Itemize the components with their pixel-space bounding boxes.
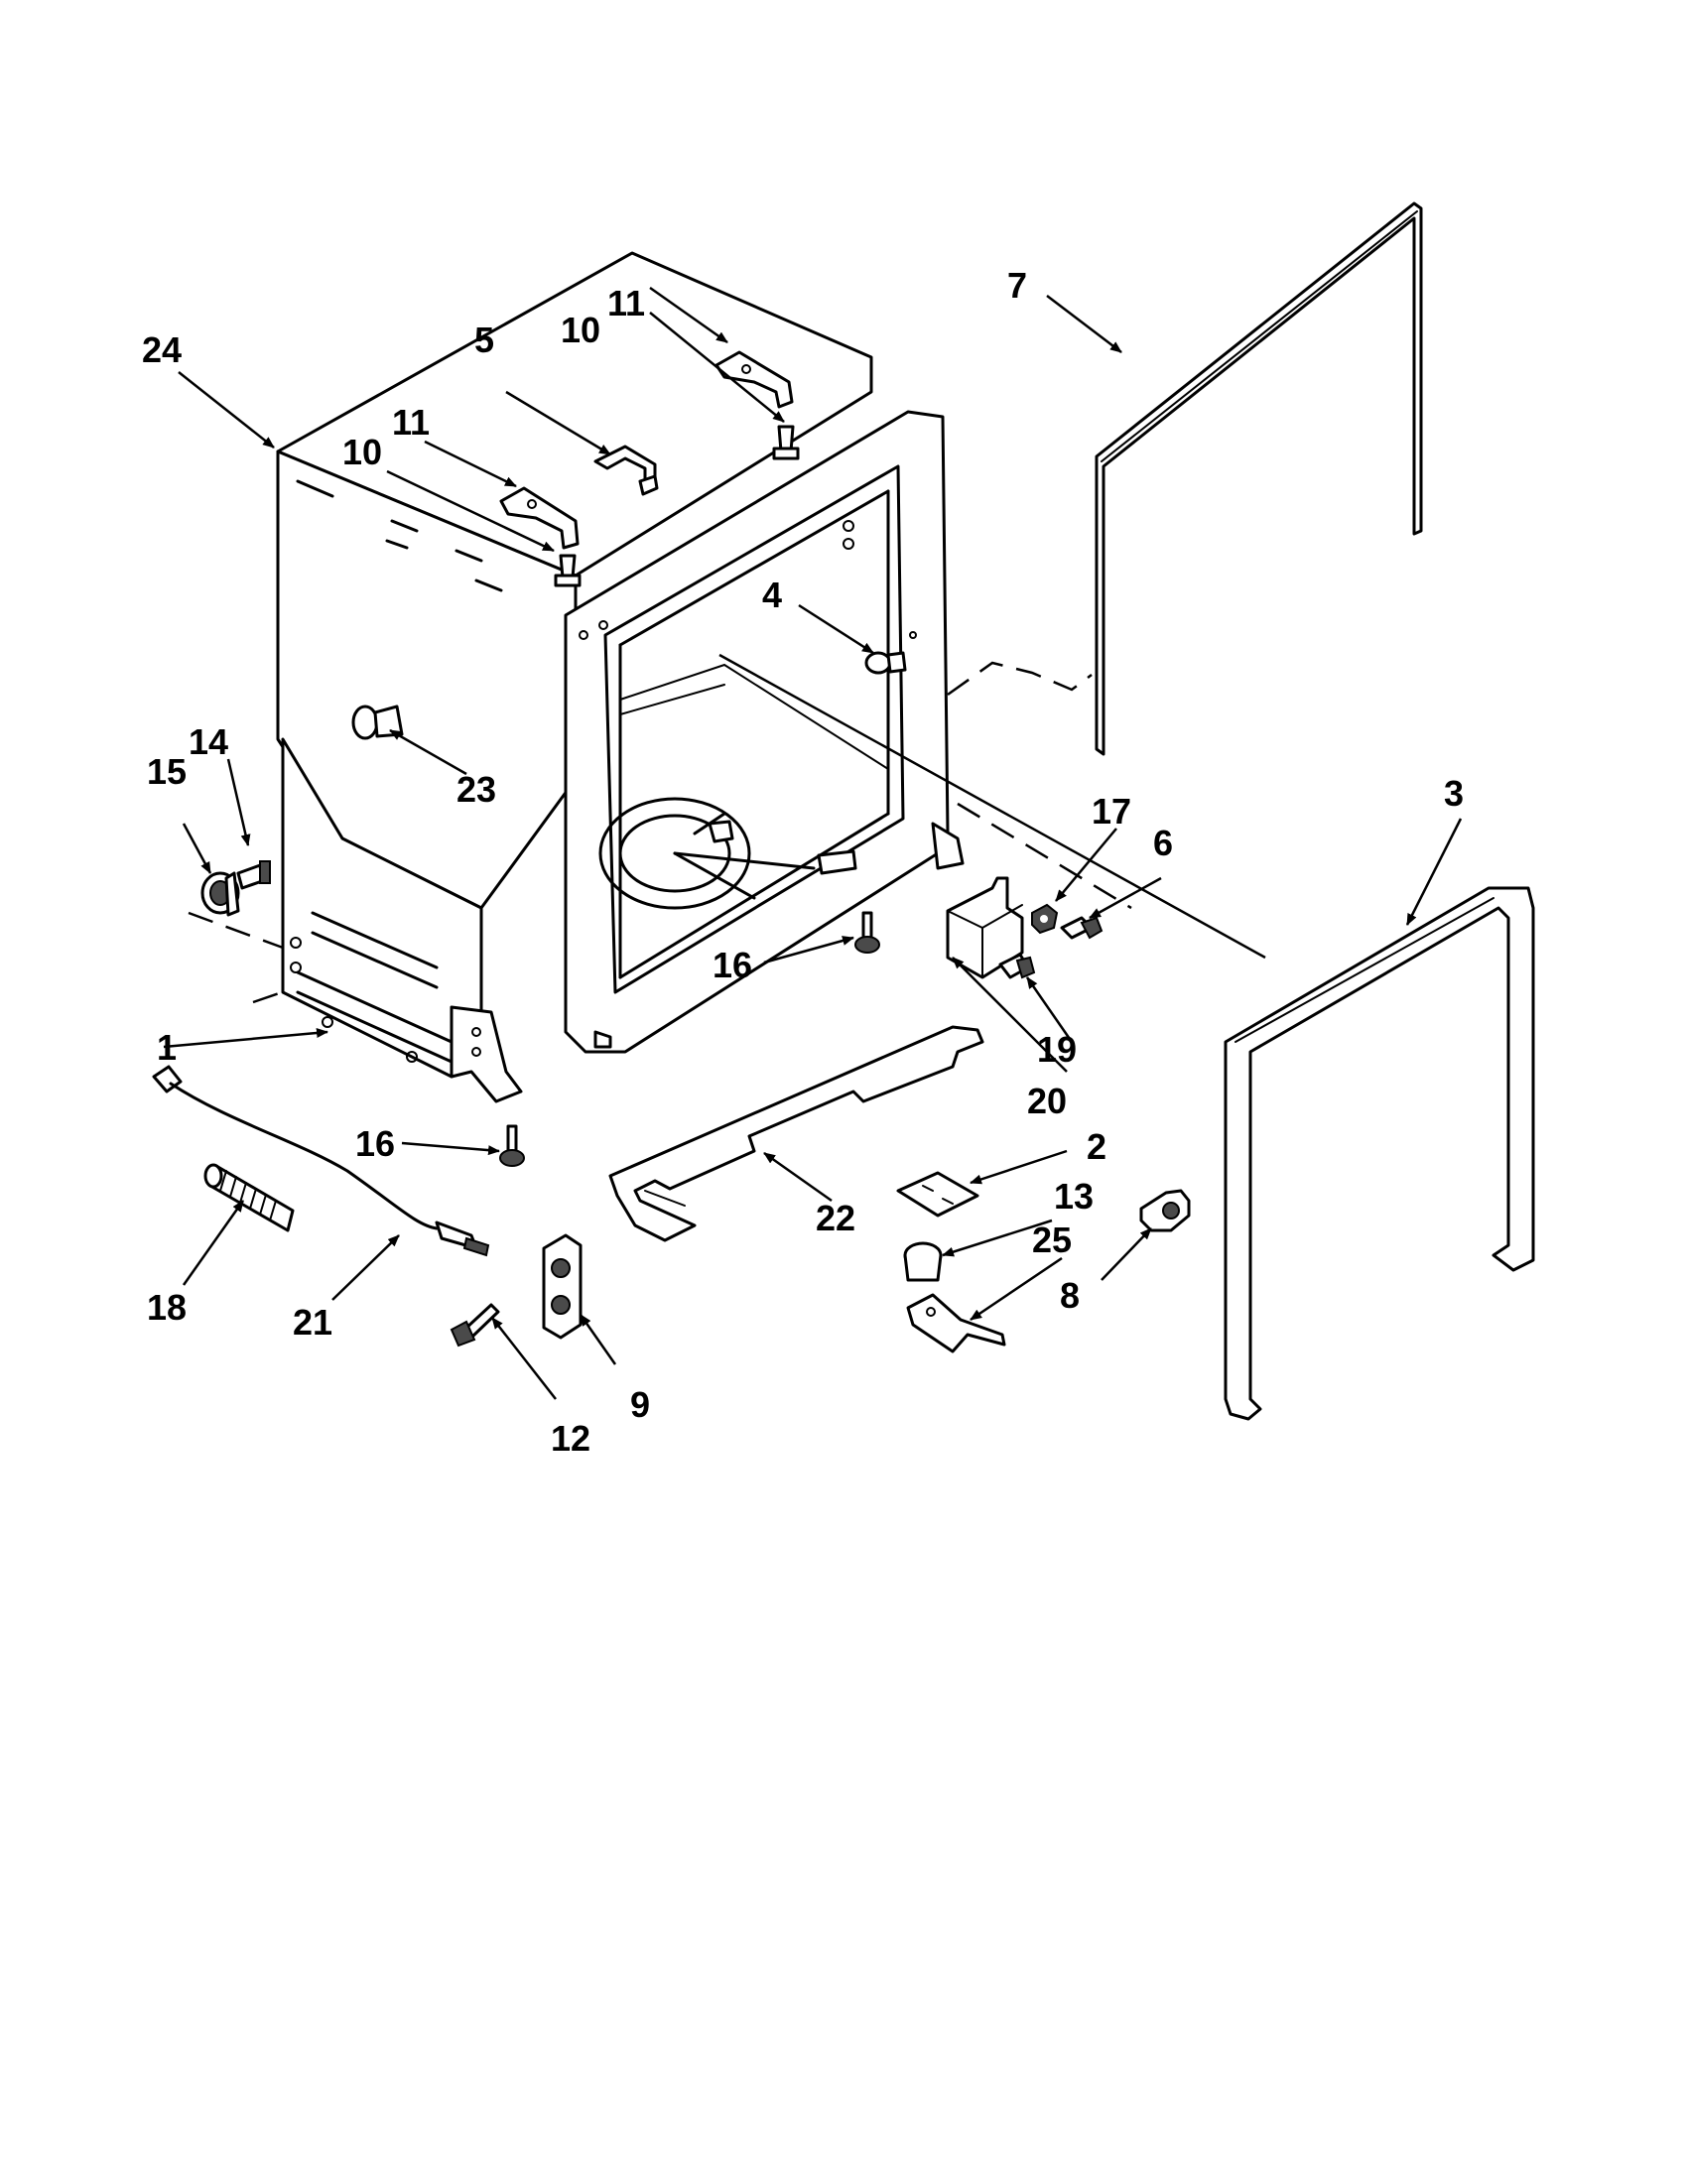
part-21-wire-harness	[152, 1065, 490, 1257]
callout-9: 9	[630, 1384, 650, 1425]
part-25-bracket	[906, 1293, 1006, 1353]
part-11-bracket-right	[714, 350, 794, 409]
part-4-plug	[864, 651, 907, 675]
part-10-screw-left	[554, 554, 582, 587]
callout-1: 1	[157, 1027, 177, 1068]
callout-2: 2	[1087, 1126, 1106, 1167]
callout-14: 14	[189, 721, 228, 762]
part-16-foot-lower	[499, 1124, 525, 1167]
callout-25: 25	[1032, 1220, 1072, 1260]
part-19-screw	[998, 953, 1036, 979]
tub-assembly	[276, 251, 965, 1103]
callout-15: 15	[147, 751, 187, 792]
leader-lines	[163, 286, 1463, 1400]
part-17-nut	[1031, 903, 1059, 935]
part-22-bottom-panel	[608, 1025, 984, 1242]
callout-10: 10	[342, 432, 382, 472]
callout-19: 19	[1037, 1029, 1077, 1070]
callout-13: 13	[1054, 1176, 1094, 1217]
part-14-screw	[236, 860, 271, 890]
part-16-foot-upper	[854, 911, 880, 954]
part-15-leg-wheel	[200, 871, 240, 917]
callout-12: 12	[551, 1418, 590, 1459]
callout-22: 22	[816, 1198, 855, 1238]
part-9-roller-bracket	[542, 1233, 583, 1340]
callout-23: 23	[456, 769, 496, 810]
callouts: 24 11 10 5 11 10 7 4 23 14 15 3 17 6 16 …	[142, 265, 1464, 1459]
part-13-switch	[903, 1241, 943, 1282]
callout-21: 21	[293, 1302, 332, 1343]
part-18-hose	[203, 1163, 295, 1232]
part-3-tub-gasket	[1224, 886, 1535, 1421]
part-20-bracket	[946, 876, 1024, 979]
callout-17: 17	[1092, 791, 1131, 832]
callout-20: 20	[1027, 1081, 1067, 1121]
callout-16: 16	[713, 945, 752, 985]
part-5-clip	[593, 445, 659, 496]
callout-4: 4	[762, 575, 782, 615]
callout-18: 18	[147, 1287, 187, 1328]
callout-16: 16	[355, 1123, 395, 1164]
part-8-latch	[1139, 1189, 1191, 1232]
callout-8: 8	[1060, 1275, 1080, 1316]
part-12-screw	[450, 1303, 500, 1348]
part-11-bracket-left	[499, 486, 580, 550]
part-7-door-seal	[1095, 201, 1423, 756]
part-2-plate	[896, 1171, 979, 1218]
callout-3: 3	[1444, 773, 1464, 814]
part-6-screw	[1060, 916, 1104, 940]
callout-7: 7	[1007, 265, 1027, 306]
callout-10: 10	[561, 310, 600, 350]
callout-11: 11	[607, 283, 645, 323]
callout-6: 6	[1153, 823, 1173, 863]
part-23-clip	[351, 705, 404, 740]
part-10-screw-right	[772, 425, 800, 460]
callout-11: 11	[392, 402, 430, 443]
callout-5: 5	[474, 320, 494, 360]
callout-24: 24	[142, 329, 182, 370]
